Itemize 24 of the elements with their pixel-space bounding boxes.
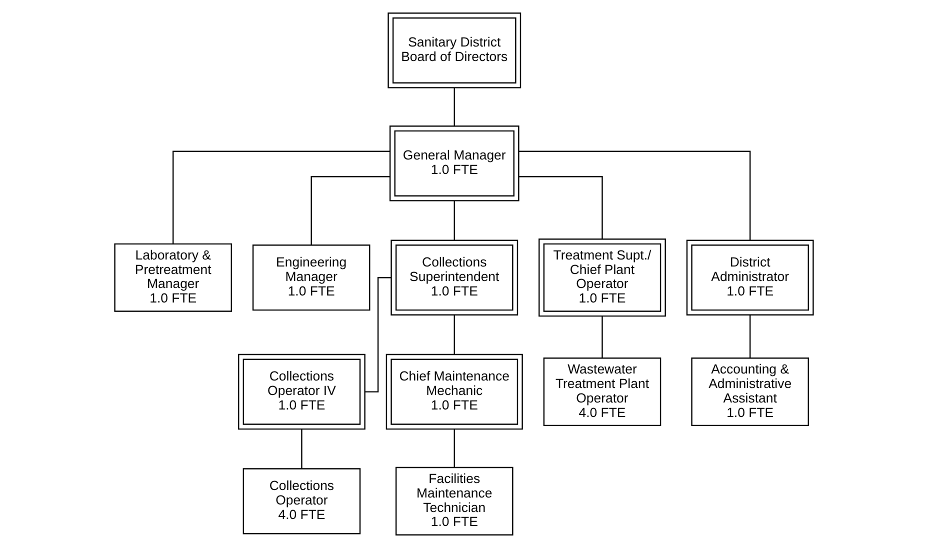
connector [518, 176, 602, 239]
connector [310, 176, 390, 246]
connector [172, 150, 390, 244]
node-box: General Manager 1.0 FTE [388, 126, 519, 202]
node-box: Treatment Supt./ Chief Plant Operator 1.0 FTE [538, 238, 666, 317]
node-box: Wastewater Treatment Plant Operator 4.0 FTE [542, 358, 661, 426]
connector [748, 315, 750, 358]
node-box: Sanitary District Board of Directors [387, 12, 521, 88]
node-box: Laboratory & Pretreatment Manager 1.0 FTE [114, 243, 232, 312]
node-box: Collections Superintendent 1.0 FTE [390, 240, 518, 316]
node-box: Facilities Maintenance Technician 1.0 FTE [394, 466, 513, 536]
connector [453, 88, 454, 126]
connector [300, 429, 302, 468]
node-box: Collections Operator 4.0 FTE [242, 468, 360, 534]
node-box: Collections Operator IV 1.0 FTE [238, 354, 365, 430]
connector [518, 150, 750, 240]
connector [453, 429, 454, 468]
connector [601, 316, 602, 358]
connector [453, 315, 454, 354]
node-box: Accounting & Administrative Assistant 1.0 FTE [690, 358, 808, 426]
node-box: District Administrator 1.0 FTE [686, 240, 814, 316]
node-box: Engineering Manager 1.0 FTE [252, 244, 370, 311]
connector [453, 200, 454, 240]
node-box: Chief Maintenance Mechanic 1.0 FTE [385, 354, 522, 430]
